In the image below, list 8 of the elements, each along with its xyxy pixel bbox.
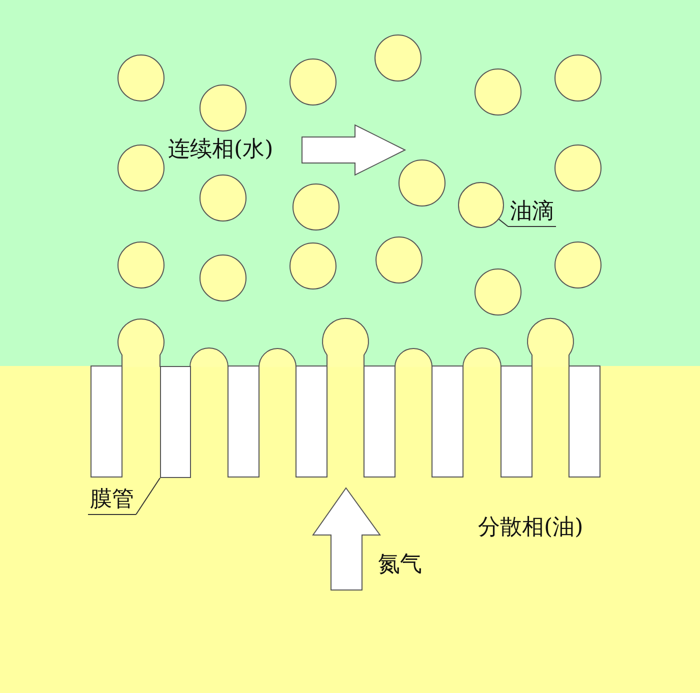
droplet-label: 油滴 [508,199,556,227]
leader-line [136,478,160,515]
phase-label: 连续相(水) [168,137,274,163]
leader-line [498,218,508,227]
phase-label: 分散相(油) [478,515,584,541]
gas-label: 氮气 [378,552,422,578]
membrane-tube [160,366,191,478]
membrane-tube-label: 膜管 [88,487,136,515]
